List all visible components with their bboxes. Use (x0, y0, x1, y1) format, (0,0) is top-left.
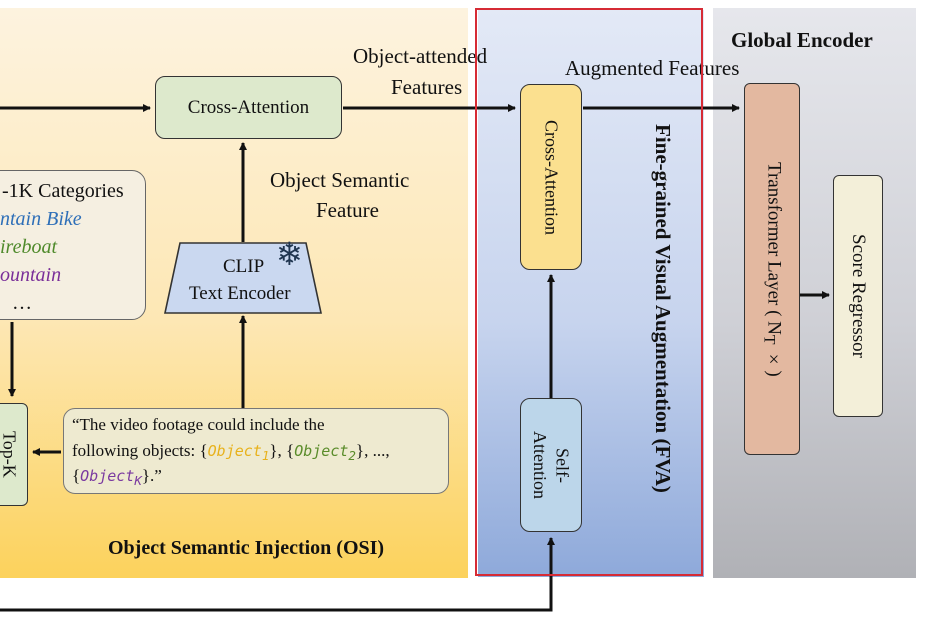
object-attended-label-1: Object-attended (353, 44, 488, 68)
categories-box (0, 170, 146, 320)
object-1-token: Object1 (207, 442, 270, 463)
osi-cross-attention-block: Cross-Attention (155, 76, 342, 139)
text-encoder-label: Text Encoder (189, 283, 291, 304)
fva-highlight-border (475, 8, 703, 576)
prompt-line-3: {ObjectK}.” (72, 466, 162, 488)
snowflake-icon: ❄ (276, 236, 303, 272)
object-attended-label-2: Features (391, 75, 463, 99)
global-encoder-title: Global Encoder (731, 28, 873, 52)
object-k-token: ObjectK (80, 467, 142, 488)
self-attention-label: Self-Attention (530, 431, 573, 499)
prompt-line-2: following objects: {Object1}, {Object2},… (72, 441, 390, 463)
osi-cross-attention-label: Cross-Attention (187, 96, 310, 118)
prompt-line-1: “The video footage could include the (72, 415, 325, 434)
prompt-box (63, 408, 449, 494)
topk-block: Top-K (0, 403, 28, 506)
self-attention-block: Self-Attention (520, 398, 582, 532)
clip-text-encoder-shape (164, 242, 322, 314)
category-more: … (12, 292, 32, 314)
object-semantic-label-1: Object Semantic (270, 168, 410, 192)
categories-title: -1K Categories (2, 180, 124, 202)
osi-title: Object Semantic Injection (OSI) (108, 537, 385, 559)
category-item-1: ntain Bike (0, 208, 82, 230)
score-regressor-label: Score Regressor (848, 234, 869, 358)
fva-title: Fine-grained Visual Augmentation (FVA) (651, 124, 675, 493)
category-item-3: ountain (0, 264, 62, 286)
score-regressor-block: Score Regressor (833, 175, 883, 417)
fva-cross-attention-block: Cross-Attention (520, 84, 582, 270)
category-item-2: ireboat (0, 236, 58, 258)
transformer-layer-label: Transformer Layer ( NT ×) (760, 161, 785, 377)
transformer-layer-block: Transformer Layer ( NT ×) (744, 83, 800, 455)
topk-label: Top-K (0, 431, 20, 478)
fva-cross-attention-label: Cross-Attention (541, 119, 562, 235)
augmented-features-label: Augmented Features (565, 56, 740, 80)
object-semantic-label-2: Feature (316, 198, 379, 222)
clip-label: CLIP (223, 256, 265, 277)
object-2-token: Object2 (294, 442, 356, 463)
